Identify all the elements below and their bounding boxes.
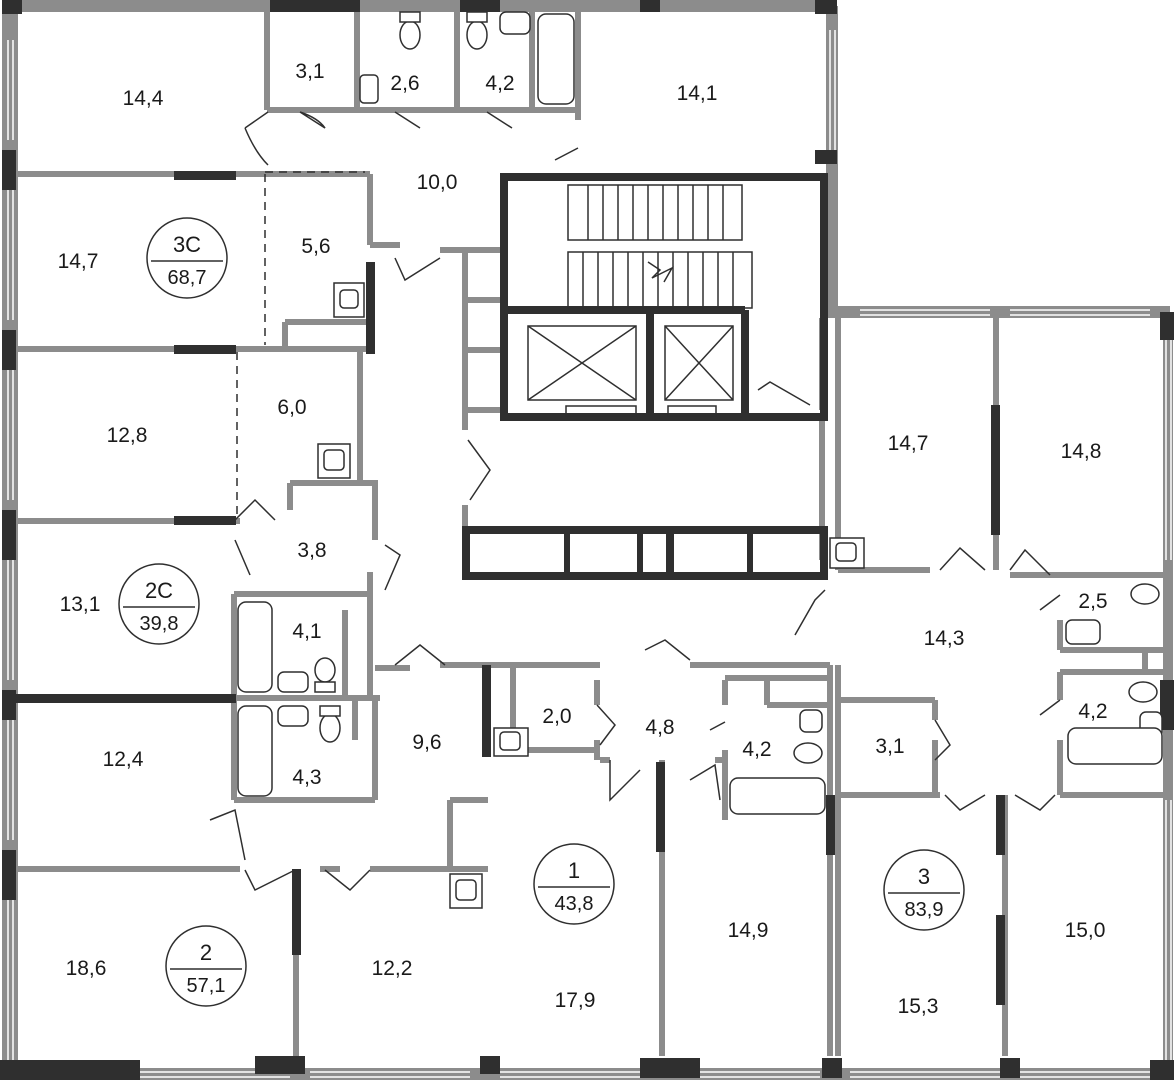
room-area-label: 13,1 bbox=[60, 593, 101, 616]
apartment-area: 57,1 bbox=[187, 975, 226, 997]
room-area-label: 3,1 bbox=[295, 60, 324, 83]
room-area-label: 14,7 bbox=[888, 432, 929, 455]
toilet-icon bbox=[793, 742, 823, 764]
door-swings bbox=[209, 111, 1061, 892]
bathtub-icon bbox=[237, 601, 273, 693]
room-area-label: 3,1 bbox=[875, 735, 904, 758]
toilet-icon bbox=[319, 713, 341, 743]
stairs bbox=[567, 184, 753, 309]
room-labels: 14,4 3,1 2,6 4,2 14,1 10,0 14,7 5,6 12,8… bbox=[58, 60, 1108, 1018]
room-area-label: 14,9 bbox=[728, 919, 769, 942]
room-area-label: 18,6 bbox=[66, 957, 107, 980]
apartment-area: 83,9 bbox=[905, 899, 944, 921]
shaft-block bbox=[462, 526, 828, 580]
toilet-icon bbox=[1130, 583, 1160, 605]
room-area-label: 4,3 bbox=[292, 766, 321, 789]
elevator-shafts bbox=[527, 325, 734, 417]
room-area-label: 12,4 bbox=[103, 748, 144, 771]
apartment-number: 2С bbox=[145, 578, 173, 603]
apartment-number: 3 bbox=[918, 864, 930, 889]
plumbing-fixtures bbox=[237, 11, 1163, 909]
apartment-badge: 2 57,1 bbox=[165, 925, 247, 1007]
room-area-label: 5,6 bbox=[301, 235, 330, 258]
apartment-area: 39,8 bbox=[140, 613, 179, 635]
room-area-label: 15,3 bbox=[898, 995, 939, 1018]
apartment-badge: 2С 39,8 bbox=[118, 563, 200, 645]
sink-icon bbox=[1065, 619, 1101, 645]
room-area-label: 2,5 bbox=[1078, 590, 1107, 613]
room-area-label: 3,8 bbox=[297, 539, 326, 562]
bathtub-icon bbox=[537, 13, 575, 105]
room-area-label: 10,0 bbox=[417, 171, 458, 194]
room-area-label: 6,0 bbox=[277, 396, 306, 419]
room-area-label: 4,2 bbox=[1078, 700, 1107, 723]
room-area-label: 12,2 bbox=[372, 957, 413, 980]
room-area-label: 4,2 bbox=[485, 72, 514, 95]
apartment-area: 68,7 bbox=[168, 267, 207, 289]
apartment-badge: 3 83,9 bbox=[883, 849, 965, 931]
room-area-label: 14,4 bbox=[123, 87, 164, 110]
room-area-label: 17,9 bbox=[555, 989, 596, 1012]
apartment-number: 3С bbox=[173, 232, 201, 257]
dark-wall-accents bbox=[16, 171, 1005, 1005]
room-area-label: 2,0 bbox=[542, 705, 571, 728]
apartment-badge: 3С 68,7 bbox=[146, 217, 228, 299]
apartment-number: 1 bbox=[568, 858, 580, 883]
room-area-label: 14,8 bbox=[1061, 440, 1102, 463]
apartment-badge: 1 43,8 bbox=[533, 843, 615, 925]
room-area-label: 2,6 bbox=[390, 72, 419, 95]
toilet-icon bbox=[1128, 681, 1158, 703]
sink-icon bbox=[499, 11, 531, 35]
sink-icon bbox=[277, 705, 309, 727]
apartment-area: 43,8 bbox=[555, 893, 594, 915]
room-area-label: 4,2 bbox=[742, 738, 771, 761]
apartment-number: 2 bbox=[200, 940, 212, 965]
window-marks bbox=[7, 30, 1172, 1078]
bathtub-icon bbox=[237, 705, 273, 797]
bathtub-icon bbox=[729, 777, 826, 815]
room-area-label: 12,8 bbox=[107, 424, 148, 447]
room-area-label: 4,1 bbox=[292, 620, 321, 643]
room-area-label: 14,1 bbox=[677, 82, 718, 105]
dashed-partitions bbox=[236, 171, 365, 520]
toilet-icon bbox=[399, 20, 421, 50]
room-area-label: 14,7 bbox=[58, 250, 99, 273]
toilet-icon bbox=[314, 657, 336, 683]
toilet-icon bbox=[466, 20, 488, 50]
room-area-label: 15,0 bbox=[1065, 919, 1106, 942]
room-area-label: 9,6 bbox=[412, 731, 441, 754]
room-area-label: 4,8 bbox=[645, 716, 674, 739]
room-area-label: 14,3 bbox=[924, 627, 965, 650]
bathtub-icon bbox=[1067, 727, 1163, 765]
stair-elevator-core bbox=[500, 173, 828, 421]
sink-icon bbox=[277, 671, 309, 693]
